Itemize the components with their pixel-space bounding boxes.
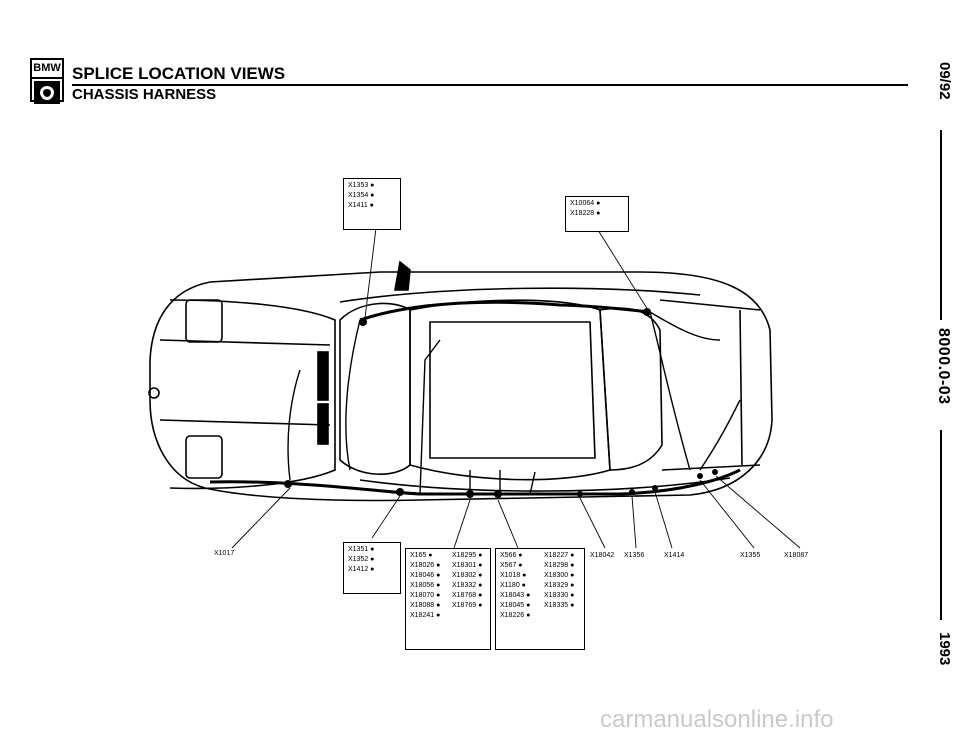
label-x1414: X1414	[664, 552, 685, 559]
callout-item: X1354 ●	[348, 192, 375, 199]
harness-branch-4	[419, 339, 441, 495]
callout-item: X566 ●	[500, 552, 523, 559]
callout-item: X1411 ●	[348, 202, 374, 209]
callout-item: X1353 ●	[348, 182, 375, 189]
label-x18042: X18042	[590, 552, 615, 559]
kidney-grille-bottom	[317, 403, 329, 445]
watermark: carmanualsonline.info	[600, 706, 834, 733]
callout-item: X18070 ●	[410, 592, 441, 599]
trunk-lines	[659, 299, 761, 471]
car-body-outline	[149, 271, 773, 502]
callout-item: X18768 ●	[452, 592, 483, 599]
harness-branch-6	[649, 311, 721, 341]
callout-col-2: X18295 ● X18301 ● X18302 ● X18332 ● X187…	[452, 551, 482, 621]
callout-col-2: X18227 ● X18298 ● X18300 ● X18329 ● X183…	[544, 551, 574, 621]
callout-item: X18026 ●	[410, 562, 441, 569]
leader-lines	[231, 227, 801, 549]
callout-item: X18056 ●	[410, 582, 441, 589]
callout-item: X1018 ●	[500, 572, 527, 579]
harness-main-top	[359, 300, 651, 322]
label-x18087: X18087	[784, 552, 809, 559]
callout-item: X1351 ●	[348, 546, 375, 553]
roof	[409, 299, 611, 481]
page-subtitle: CHASSIS HARNESS	[72, 86, 217, 103]
callout-item: X10064 ●	[570, 200, 601, 207]
kidney-grille-top	[317, 351, 329, 401]
callout-item: X18298 ●	[544, 562, 575, 569]
sill-top	[339, 287, 701, 303]
label-x1356: X1356	[624, 552, 645, 559]
callout-item: X18329 ●	[544, 582, 575, 589]
windshield	[339, 302, 411, 475]
hood-line-center	[159, 339, 331, 426]
callout-item: X18241 ●	[410, 612, 441, 619]
callout-item: X18332 ●	[452, 582, 483, 589]
callout-item: X18227 ●	[544, 552, 575, 559]
callout-col-1: X165 ● X18026 ● X18046 ● X18056 ● X18070…	[410, 551, 452, 621]
callout-top-right: X10064 ● X18228 ●	[565, 196, 629, 232]
hood-emblem	[148, 387, 160, 399]
side-mirror	[394, 260, 411, 291]
callout-item: X1352 ●	[348, 556, 375, 563]
callout-item: X567 ●	[500, 562, 523, 569]
callout-item: X165 ●	[410, 552, 433, 559]
callout-item: X18043 ●	[500, 592, 531, 599]
logo-series-badge	[34, 81, 60, 104]
callout-item: X18226 ●	[500, 612, 531, 619]
callout-bottom-mid: X165 ● X18026 ● X18046 ● X18056 ● X18070…	[405, 548, 491, 650]
callout-item: X1412 ●	[348, 566, 375, 573]
sill-bottom	[359, 477, 731, 492]
bmw-logo: BMW	[30, 58, 64, 104]
header-rule	[72, 84, 908, 86]
harness-branch-2	[649, 311, 691, 471]
callout-item: X18330 ●	[544, 592, 575, 599]
callout-item: X18300 ●	[544, 572, 575, 579]
label-x1017: X1017	[214, 550, 235, 557]
callout-item: X18045 ●	[500, 602, 531, 609]
callout-item: X18295 ●	[452, 552, 483, 559]
callout-item: X18046 ●	[410, 572, 441, 579]
headlight-left	[185, 299, 223, 343]
callout-top-left: X1353 ● X1354 ● X1411 ●	[343, 178, 401, 230]
logo-text: BMW	[32, 60, 62, 79]
page-title: SPLICE LOCATION VIEWS	[72, 64, 286, 83]
callout-item: X18769 ●	[452, 602, 483, 609]
side-rule-bottom	[940, 430, 942, 620]
callout-item: X18302 ●	[452, 572, 483, 579]
callout-item: X18228 ●	[570, 210, 601, 217]
callout-bottom-right: X566 ● X567 ● X1018 ● X1180 ● X18043 ● X…	[495, 548, 585, 650]
callout-item: X18335 ●	[544, 602, 575, 609]
harness-branch-1	[345, 319, 361, 471]
cabin-interior	[429, 321, 596, 459]
headlight-right	[185, 435, 223, 479]
label-x1355: X1355	[740, 552, 761, 559]
harness-branch-3	[287, 369, 301, 481]
callout-col-1: X566 ● X567 ● X1018 ● X1180 ● X18043 ● X…	[500, 551, 544, 621]
callout-item: X18088 ●	[410, 602, 441, 609]
rear-window	[599, 307, 663, 471]
callout-bottom-left: X1351 ● X1352 ● X1412 ●	[343, 542, 401, 594]
splice-dots	[284, 308, 718, 498]
hood-line-top	[169, 299, 336, 490]
callout-item: X1180 ●	[500, 582, 526, 589]
side-rule-top	[940, 130, 942, 320]
callout-item: X18301 ●	[452, 562, 483, 569]
harness-branch-5	[699, 399, 741, 471]
